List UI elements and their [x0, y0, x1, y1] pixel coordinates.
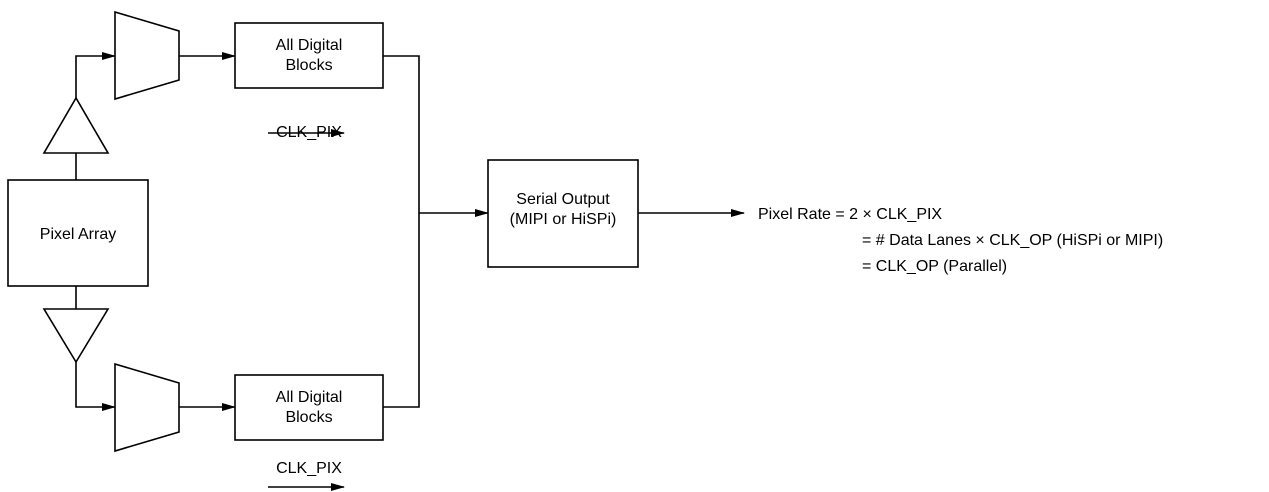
bottom-amplifier-triangle [42, 308, 110, 364]
digital-blocks-top: All Digital Blocks [234, 22, 384, 89]
bus-bottom-digital-to-merge [383, 213, 420, 408]
digital-blocks-top-label-line1: All Digital [276, 37, 343, 54]
digital-blocks-bottom: All Digital Blocks [234, 374, 384, 441]
bottom-adc-trapezoid [114, 362, 180, 453]
pixel-rate-line-3: = CLK_OP (Parallel) [862, 258, 1007, 275]
bus-top-digital-to-merge [383, 55, 420, 213]
arrow-top-amp-to-adc [75, 52, 116, 98]
serial-output-block: Serial Output (MIPI or HiSPi) [487, 159, 639, 268]
digital-blocks-bottom-label-line1: All Digital [276, 389, 343, 406]
pixel-rate-line-1: Pixel Rate = 2 × CLK_PIX [758, 206, 942, 223]
digital-blocks-top-label-line2: Blocks [285, 57, 332, 74]
pixel-array-block: Pixel Array [7, 179, 149, 287]
digital-blocks-bottom-label-line2: Blocks [285, 409, 332, 426]
pixel-rate-line-2: = # Data Lanes × CLK_OP (HiSPi or MIPI) [862, 232, 1163, 249]
top-amplifier-triangle [42, 96, 110, 154]
serial-output-label-line2: (MIPI or HiSPi) [510, 211, 617, 228]
serial-output-label-line1: Serial Output [516, 191, 610, 208]
clk-pix-bottom-label: CLK_PIX [276, 460, 342, 477]
arrow-bottom-amp-to-adc [75, 362, 116, 411]
pixel-array-label: Pixel Array [40, 226, 116, 243]
pixel-rate-equations: Pixel Rate = 2 × CLK_PIX = # Data Lanes … [758, 206, 1163, 275]
top-adc-trapezoid [114, 10, 180, 101]
